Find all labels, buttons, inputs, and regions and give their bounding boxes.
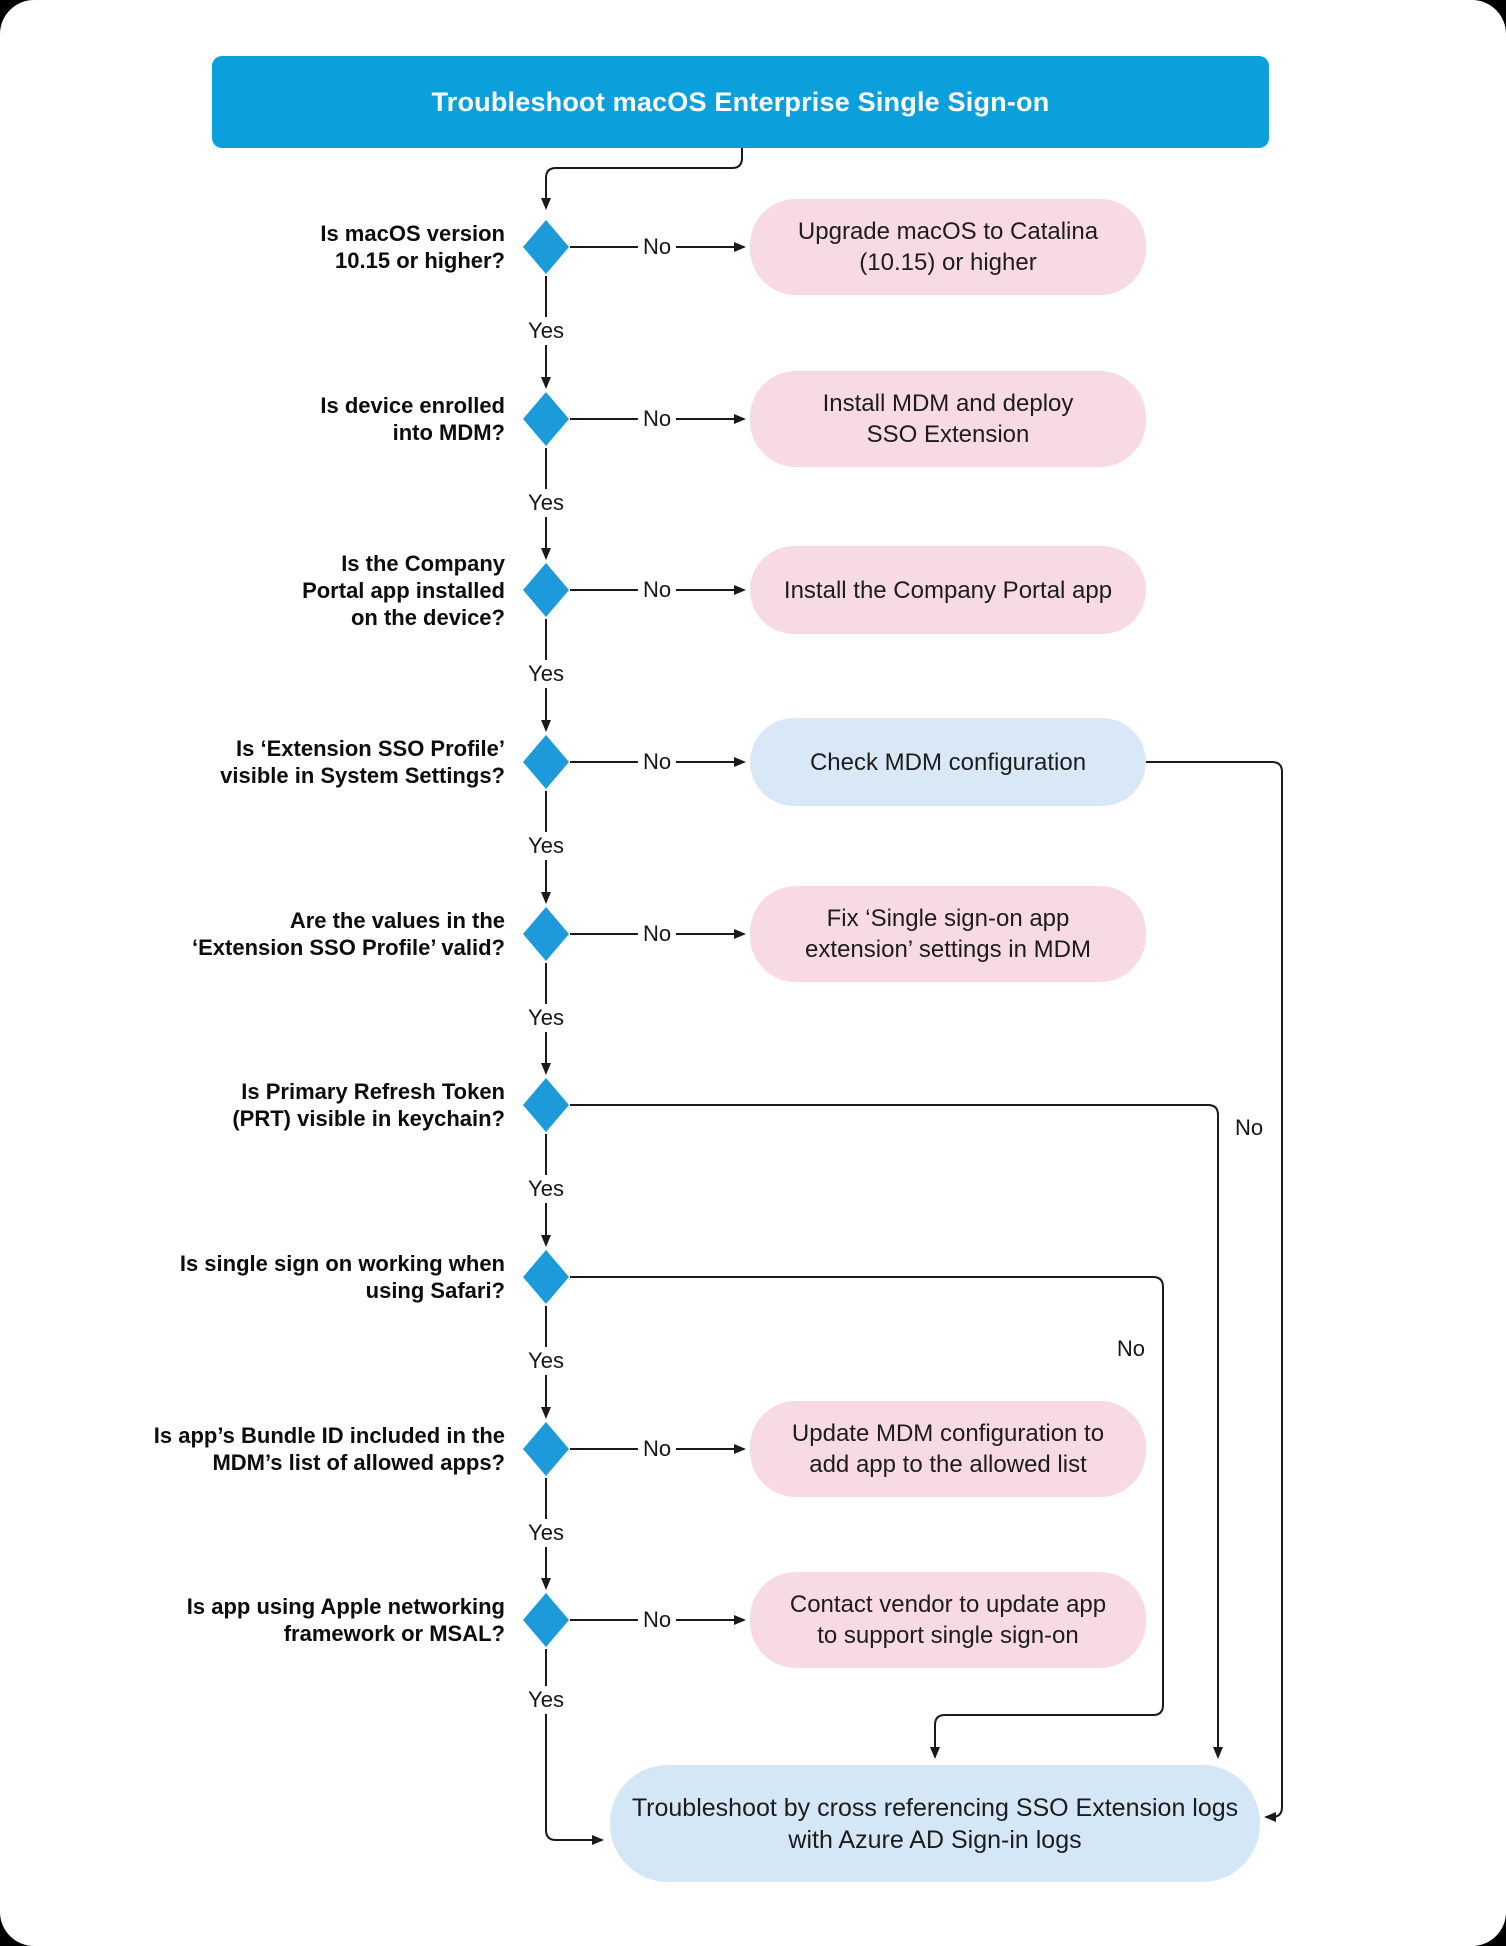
question-bundle-id-allowed: Is app’s Bundle ID included in the MDM’s… — [153, 1423, 505, 1475]
question-macos-version: Is macOS version 10.15 or higher? — [320, 221, 505, 273]
decision-diamond-bundle-id-allowed — [523, 1422, 569, 1476]
action-contact-vendor: Contact vendor to update app to support … — [750, 1572, 1146, 1668]
no-label: No — [637, 748, 677, 776]
yes-label: Yes — [523, 1175, 569, 1203]
action-install-mdm: Install MDM and deploy SSO Extension — [750, 371, 1146, 467]
no-label: No — [637, 920, 677, 948]
question-prt-keychain: Is Primary Refresh Token (PRT) visible i… — [232, 1079, 505, 1131]
end-troubleshoot-logs: Troubleshoot by cross referencing SSO Ex… — [610, 1765, 1260, 1882]
action-fix-sso-settings: Fix ‘Single sign-on app extension’ setti… — [750, 886, 1146, 982]
yes-label: Yes — [523, 832, 569, 860]
yes-label: Yes — [523, 317, 569, 345]
question-sso-profile-valid: Are the values in the ‘Extension SSO Pro… — [192, 908, 505, 960]
yes-label: Yes — [523, 1686, 569, 1714]
no-label: No — [1111, 1335, 1150, 1363]
decision-diamond-prt-keychain — [523, 1078, 569, 1132]
yes-label: Yes — [523, 1519, 569, 1547]
question-apple-networking-msal: Is app using Apple networking framework … — [186, 1594, 505, 1646]
yes-label: Yes — [523, 660, 569, 688]
question-company-portal: Is the Company Portal app installed on t… — [302, 550, 505, 630]
flowchart-title: Troubleshoot macOS Enterprise Single Sig… — [431, 86, 1050, 117]
decision-diamond-apple-networking-msal — [523, 1593, 569, 1647]
flowchart-title-banner: Troubleshoot macOS Enterprise Single Sig… — [212, 56, 1269, 148]
decision-diamond-sso-profile-visible — [523, 735, 569, 789]
no-label: No — [637, 1435, 677, 1463]
action-install-company-portal: Install the Company Portal app — [750, 546, 1146, 634]
yes-label: Yes — [523, 1004, 569, 1032]
decision-diamond-macos-version — [523, 220, 569, 274]
question-safari-sso: Is single sign on working when using Saf… — [179, 1251, 505, 1303]
decision-diamond-mdm-enrolled — [523, 392, 569, 446]
decision-diamond-sso-profile-valid — [523, 907, 569, 961]
no-label: No — [1230, 1114, 1269, 1142]
no-label: No — [637, 233, 677, 261]
no-label: No — [637, 576, 677, 604]
question-mdm-enrolled: Is device enrolled into MDM? — [320, 393, 505, 445]
yes-label: Yes — [523, 1347, 569, 1375]
decision-diamond-company-portal — [523, 563, 569, 617]
no-label: No — [637, 405, 677, 433]
no-label: No — [637, 1606, 677, 1634]
yes-label: Yes — [523, 489, 569, 517]
action-check-mdm-configuration: Check MDM configuration — [750, 718, 1146, 806]
action-upgrade-macos: Upgrade macOS to Catalina (10.15) or hig… — [750, 199, 1146, 295]
action-update-mdm-allowed-list: Update MDM configuration to add app to t… — [750, 1401, 1146, 1497]
question-sso-profile-visible: Is ‘Extension SSO Profile’ visible in Sy… — [220, 736, 505, 788]
decision-diamond-safari-sso — [523, 1250, 569, 1304]
